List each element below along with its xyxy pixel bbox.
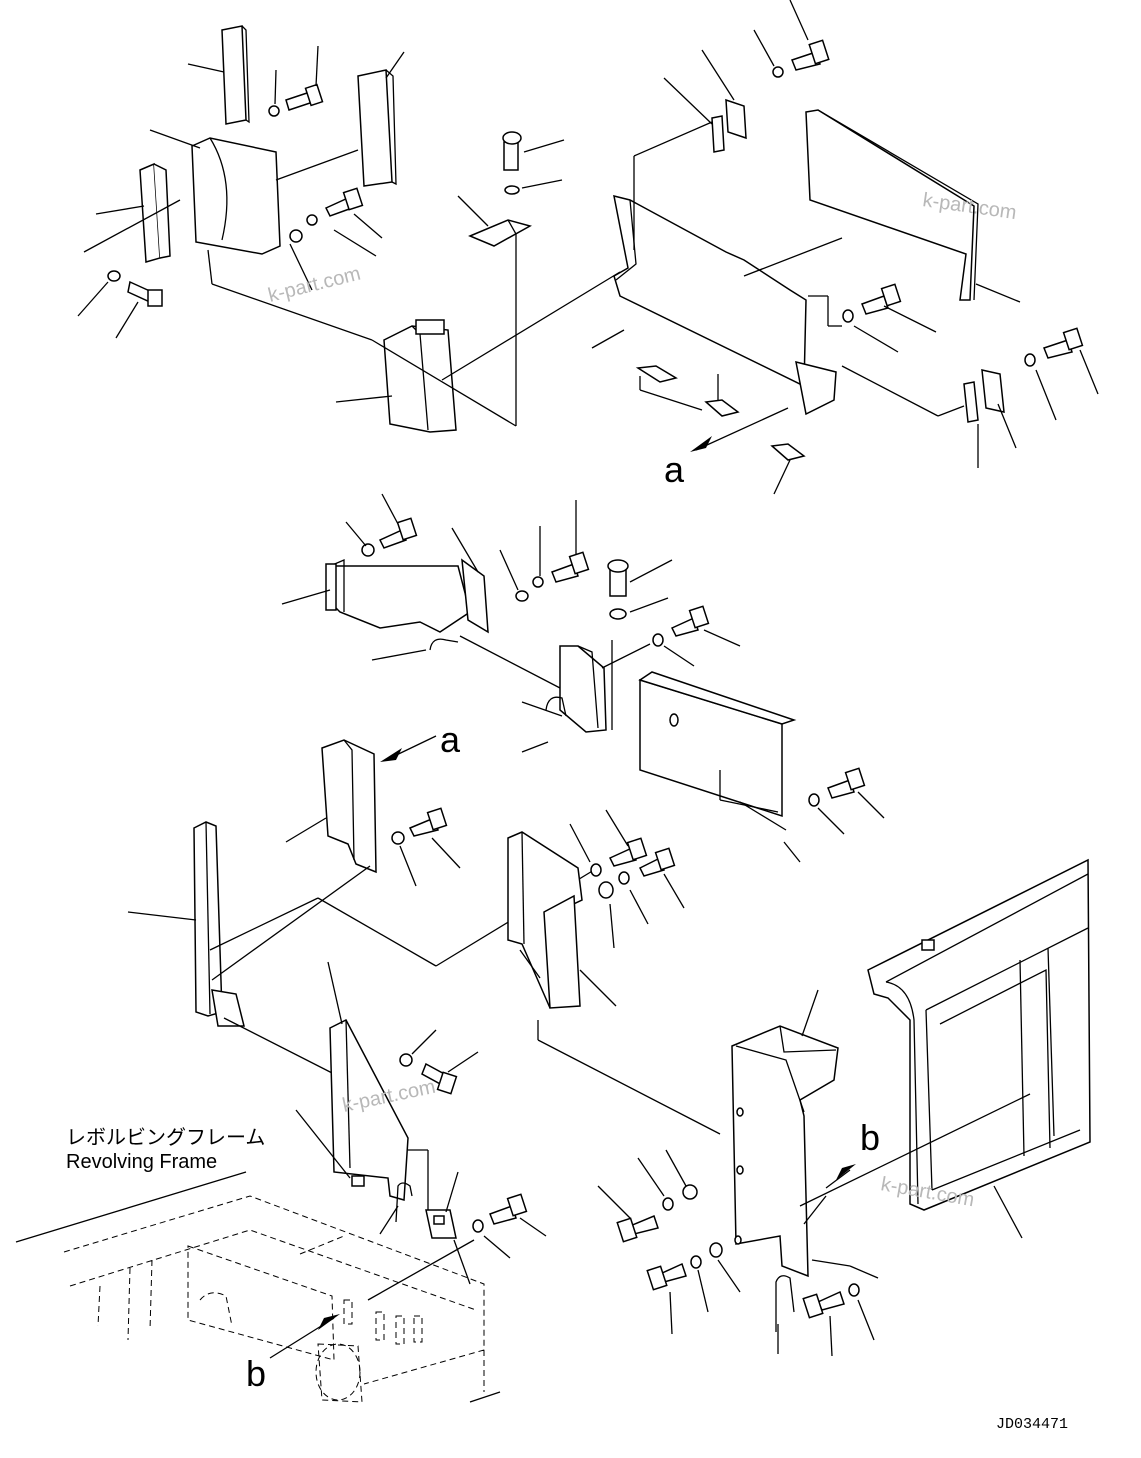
- drawing-number: JD034471: [996, 1416, 1068, 1433]
- top-center-bracket: [441, 131, 621, 426]
- lower-left-assembly: [295, 961, 547, 1301]
- top-right-assembly: a: [591, 0, 1099, 495]
- revolving-frame-label-en: Revolving Frame: [66, 1151, 217, 1173]
- view-label-b-frame: b: [246, 1353, 266, 1394]
- lower-right-assembly: b: [597, 989, 880, 1357]
- view-label-a-middle: a: [440, 719, 461, 760]
- watermark-top-left: k-part.com: [266, 263, 363, 307]
- view-label-b-right: b: [860, 1117, 880, 1158]
- top-left-assembly: [77, 25, 517, 433]
- revolving-frame: レボルビングフレーム Revolving Frame b: [15, 1126, 501, 1403]
- middle-assembly: a: [127, 493, 885, 1135]
- view-label-a-top: a: [664, 449, 685, 490]
- counterweight-frame: [799, 858, 1091, 1239]
- revolving-frame-label-jp: レボルビングフレーム: [66, 1126, 265, 1149]
